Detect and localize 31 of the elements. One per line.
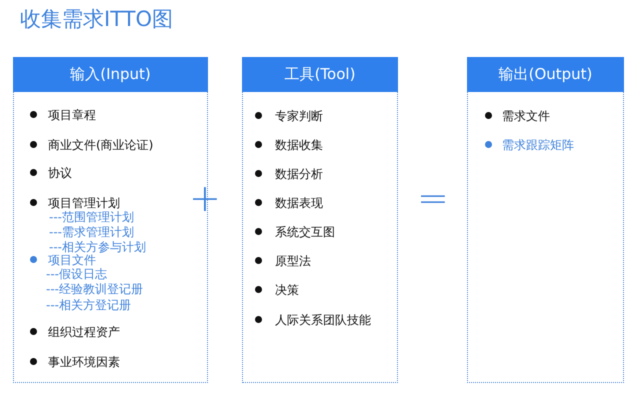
- list-item: 需求文件: [502, 108, 550, 124]
- list-item: 项目章程: [48, 107, 96, 123]
- sub-item: ---假设日志: [46, 266, 107, 282]
- list-item: 决策: [275, 282, 299, 298]
- list-item: 项目管理计划: [48, 195, 120, 211]
- sub-item: ---需求管理计划: [49, 224, 134, 240]
- sub-item: ---经验教训登记册: [46, 281, 143, 297]
- list-item: 组织过程资产: [48, 324, 120, 340]
- list-item: 数据收集: [275, 137, 323, 153]
- list-item: 系统交互图: [275, 224, 335, 240]
- list-item: 人际关系团队技能: [275, 312, 371, 328]
- list-item: 数据表现: [275, 195, 323, 211]
- list-item: 商业文件(商业论证): [48, 137, 154, 153]
- list-item: 专家判断: [275, 108, 323, 124]
- sub-item: ---相关方参与计划: [49, 239, 146, 254]
- list-item: 协议: [48, 165, 72, 181]
- list-panel: [467, 57, 624, 383]
- list-item: 项目文件: [48, 252, 96, 268]
- operator-symbol: =: [417, 178, 449, 218]
- sub-item: ---范围管理计划: [49, 209, 134, 225]
- panel-heading: 工具(Tool): [242, 57, 398, 92]
- panel-heading: 输出(Output): [467, 57, 624, 92]
- list-item: 数据分析: [275, 166, 323, 182]
- sub-item: ---相关方登记册: [46, 297, 131, 313]
- list-item: 需求跟踪矩阵: [502, 137, 574, 153]
- diagram-title: 收集需求ITTO图: [20, 6, 174, 32]
- operator-symbol: +: [189, 178, 221, 218]
- list-item: 原型法: [275, 253, 311, 269]
- list-item: 事业环境因素: [48, 354, 120, 370]
- list-panel: [242, 57, 398, 383]
- panel-heading: 输入(Input): [13, 57, 208, 92]
